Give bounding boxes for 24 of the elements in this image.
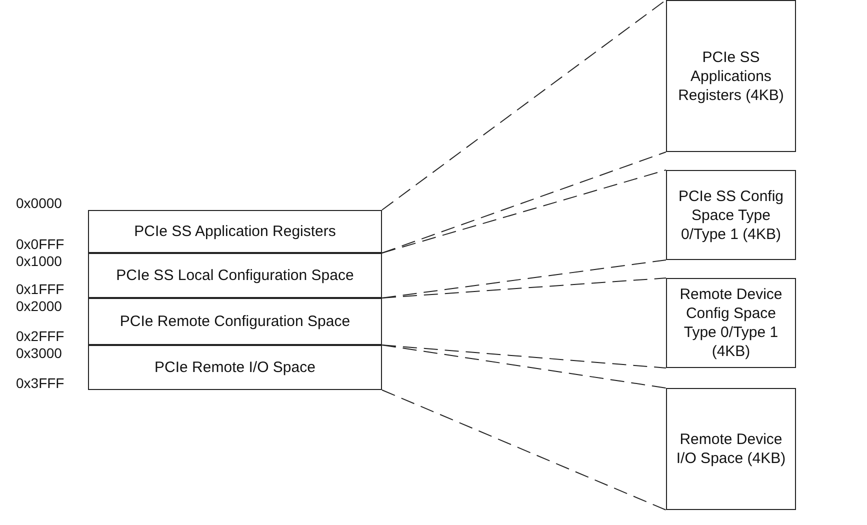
dashed-line bbox=[382, 344, 666, 368]
address-label: 0x2FFF bbox=[16, 329, 64, 344]
address-label: 0x3FFF bbox=[16, 376, 64, 391]
register-block: PCIe SS Config Space Type 0/Type 1 (4KB) bbox=[666, 170, 796, 260]
address-label: 0x3000 bbox=[16, 346, 62, 361]
dashed-line bbox=[382, 390, 666, 510]
address-label: 0x1FFF bbox=[16, 282, 64, 297]
address-label: 0x1000 bbox=[16, 254, 62, 269]
dashed-line bbox=[382, 260, 666, 298]
register-block: Remote Device I/O Space (4KB) bbox=[666, 388, 796, 510]
register-block: PCIe SS Applications Registers (4KB) bbox=[666, 0, 796, 152]
dashed-line bbox=[382, 152, 666, 254]
memory-region: PCIe SS Local Configuration Space bbox=[88, 253, 382, 298]
memory-region: PCIe SS Application Registers bbox=[88, 210, 382, 253]
memory-region: PCIe Remote I/O Space bbox=[88, 345, 382, 390]
address-label: 0x2000 bbox=[16, 299, 62, 314]
dashed-line bbox=[382, 170, 666, 254]
address-label: 0x0FFF bbox=[16, 237, 64, 252]
register-block: Remote Device Config Space Type 0/Type 1 (4KB) bbox=[666, 278, 796, 368]
dashed-line bbox=[382, 344, 666, 388]
address-label: 0x0000 bbox=[16, 196, 62, 211]
dashed-line bbox=[382, 0, 666, 210]
memory-region: PCIe Remote Configuration Space bbox=[88, 298, 382, 345]
dashed-line bbox=[382, 278, 666, 298]
